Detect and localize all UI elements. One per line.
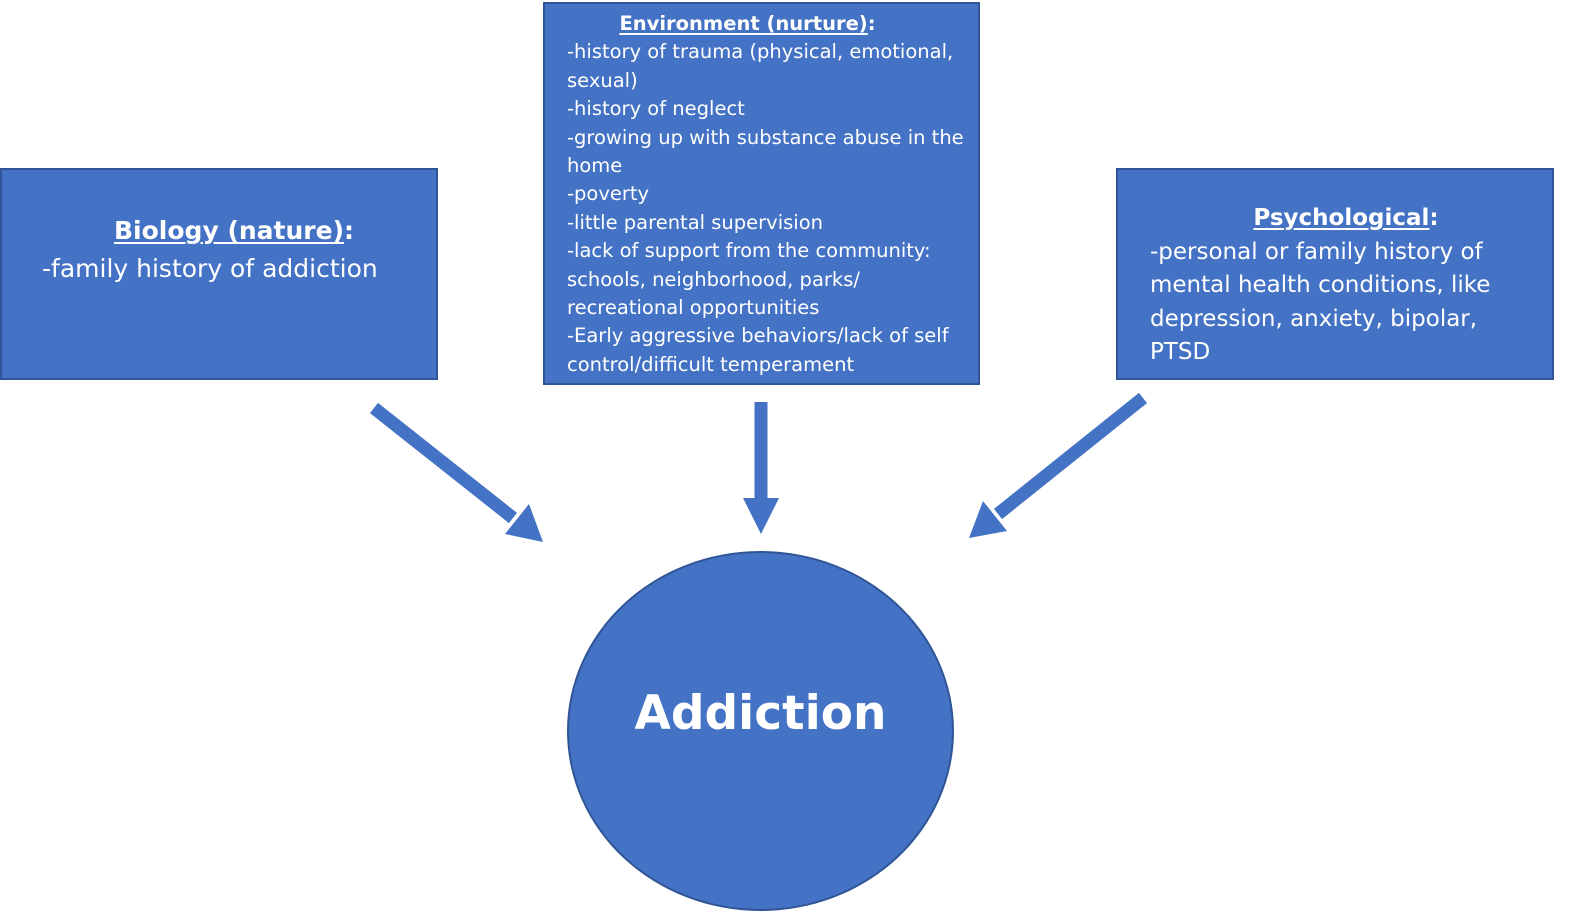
environment-item: -poverty [567,182,650,206]
arrow-environment-to-addiction [743,402,779,534]
arrow-shaft [993,392,1148,520]
environment-item: -history of trauma (physical, emotional,… [567,40,954,92]
psychological-heading-colon: : [1429,205,1439,231]
biology-box: Biology (nature): -family history of add… [0,168,438,380]
psychological-list: -personal or family history of mental he… [1150,236,1542,370]
environment-box: Environment (nurture): -history of traum… [543,2,980,385]
psychological-heading: Psychological: [1150,202,1542,236]
arrow-head [969,501,1007,538]
environment-item: -little parental supervision [567,210,823,234]
psychological-box: Psychological: -personal or family histo… [1116,168,1554,380]
psychological-heading-text: Psychological [1253,205,1430,231]
arrow-head [743,498,779,534]
environment-item: -growing up with substance abuse in the … [567,125,964,178]
arrow-shaft [369,402,518,524]
biology-list: -family history of addiction [42,250,426,288]
environment-list: -history of trauma (physical, emotional,… [567,38,968,379]
addiction-circle: Addiction [567,551,954,911]
environment-heading-colon: : [867,12,876,35]
psychological-item: -personal or family history of mental he… [1150,238,1491,366]
arrow-biology-to-addiction [369,402,543,542]
environment-item: -lack of support from the community: sch… [567,239,931,320]
arrow-head [505,504,543,542]
environment-heading: Environment (nurture): [567,10,968,38]
biology-heading: Biology (nature): [42,212,426,250]
biology-heading-colon: : [344,216,354,245]
biology-heading-text: Biology (nature) [114,216,344,245]
environment-item: -history of neglect [567,97,745,121]
arrow-psychological-to-addiction [969,392,1148,538]
environment-item: -Early aggressive behaviors/lack of self… [567,324,949,376]
environment-heading-text: Environment (nurture) [619,12,868,35]
addiction-label: Addiction [634,685,887,741]
biology-item: -family history of addiction [42,254,378,283]
